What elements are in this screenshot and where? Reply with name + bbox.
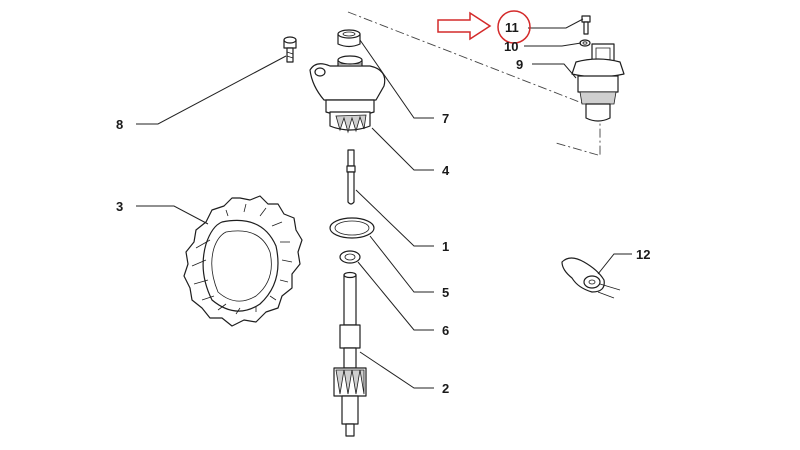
part-4-housing[interactable] xyxy=(309,55,386,134)
callout-labels: 7 4 1 5 6 2 8 3 9 10 11 12 xyxy=(116,20,650,396)
assembly-reference-lines xyxy=(347,11,601,156)
callout-1: 1 xyxy=(442,239,449,254)
callout-10: 10 xyxy=(504,39,518,54)
part-10-washer[interactable] xyxy=(579,39,591,47)
part-1-pin[interactable] xyxy=(346,149,356,205)
part-8-bolt[interactable] xyxy=(283,36,297,63)
highlight-arrow-icon xyxy=(437,11,492,41)
callout-4: 4 xyxy=(442,163,450,178)
callout-9: 9 xyxy=(516,57,523,72)
part-9-sensor[interactable] xyxy=(571,43,625,122)
highlight-circle xyxy=(497,10,531,44)
callout-7: 7 xyxy=(442,111,449,126)
part-3-ring-gear[interactable] xyxy=(183,195,303,327)
callout-5: 5 xyxy=(442,285,449,300)
callout-8: 8 xyxy=(116,117,123,132)
part-2-shaft[interactable] xyxy=(333,271,367,437)
part-6-washer[interactable] xyxy=(339,250,361,264)
part-12-clip[interactable] xyxy=(561,257,621,299)
leader-lines xyxy=(136,18,632,389)
callout-6: 6 xyxy=(442,323,449,338)
callout-11: 11 xyxy=(505,20,519,35)
part-5-o-ring[interactable] xyxy=(329,217,375,239)
part-7-cap[interactable] xyxy=(337,29,361,48)
callout-3: 3 xyxy=(116,199,123,214)
callout-2: 2 xyxy=(442,381,449,396)
callout-12: 12 xyxy=(636,247,650,262)
part-11-screw[interactable] xyxy=(581,15,591,35)
